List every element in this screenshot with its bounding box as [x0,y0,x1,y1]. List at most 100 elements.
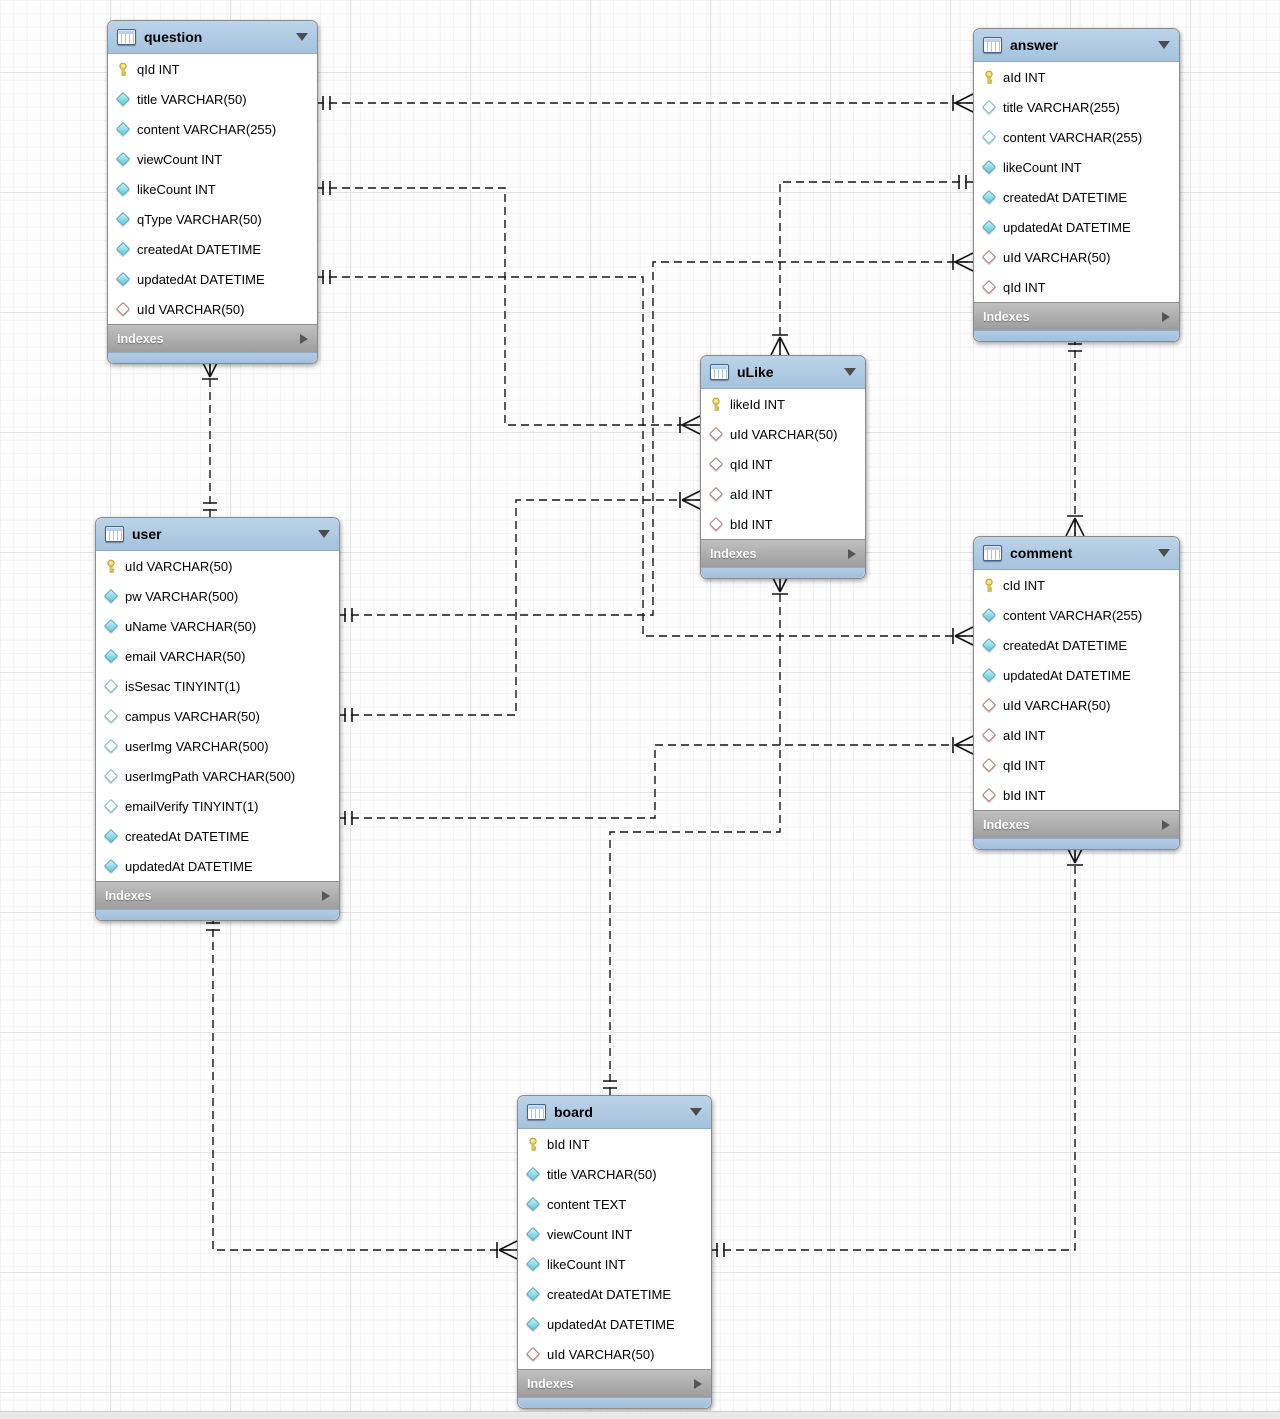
collapse-arrow-icon[interactable] [318,530,330,538]
column-row[interactable]: likeCount INT [518,1249,711,1279]
column-row[interactable]: updatedAt DATETIME [974,660,1179,690]
expand-arrow-icon[interactable] [848,548,856,559]
foreign-key-icon [525,1346,540,1362]
table-header[interactable]: board [518,1096,711,1129]
table-answer[interactable]: answer aId INT title VARCHAR(255)content V… [973,28,1180,342]
column-row[interactable]: userImgPath VARCHAR(500) [96,761,339,791]
column-row[interactable]: createdAt DATETIME [108,234,317,264]
indexes-footer[interactable]: Indexes [974,302,1179,330]
horizontal-scrollbar-track[interactable] [0,1411,1280,1419]
relationship-user-uLike[interactable] [338,490,701,722]
column-row[interactable]: createdAt DATETIME [518,1279,711,1309]
column-row[interactable]: userImg VARCHAR(500) [96,731,339,761]
column-row[interactable]: title VARCHAR(255) [974,92,1179,122]
column-row[interactable]: likeId INT [701,389,865,419]
table-header[interactable]: comment [974,537,1179,570]
relationship-question-comment[interactable] [316,270,974,646]
relationship-board-comment[interactable] [710,844,1085,1257]
relationship-user-board[interactable] [206,916,518,1260]
column-row[interactable]: uId VARCHAR(50) [701,419,865,449]
column-row[interactable]: uId VARCHAR(50) [974,690,1179,720]
column-row[interactable]: createdAt DATETIME [974,630,1179,660]
column-row[interactable]: updatedAt DATETIME [108,264,317,294]
collapse-arrow-icon[interactable] [1158,549,1170,557]
table-header[interactable]: answer [974,29,1179,62]
column-row[interactable]: uId VARCHAR(50) [96,551,339,581]
column-row[interactable]: content VARCHAR(255) [108,114,317,144]
collapse-arrow-icon[interactable] [690,1108,702,1116]
column-icon [981,667,996,683]
expand-arrow-icon[interactable] [322,890,330,901]
relationship-user-answer[interactable] [338,252,974,622]
column-row[interactable]: viewCount INT [108,144,317,174]
column-row[interactable]: updatedAt DATETIME [518,1309,711,1339]
column-row[interactable]: title VARCHAR(50) [108,84,317,114]
primary-key-icon [116,62,129,77]
column-row[interactable]: bId INT [518,1129,711,1159]
column-row[interactable]: qType VARCHAR(50) [108,204,317,234]
table-header[interactable]: question [108,21,317,54]
column-row[interactable]: content VARCHAR(255) [974,122,1179,152]
column-row[interactable]: title VARCHAR(50) [518,1159,711,1189]
column-row[interactable]: uId VARCHAR(50) [518,1339,711,1369]
column-row[interactable]: content VARCHAR(255) [974,600,1179,630]
column-row[interactable]: cId INT [974,570,1179,600]
column-row[interactable]: bId INT [701,509,865,539]
column-label: updatedAt DATETIME [1003,219,1131,235]
primary-key-icon [982,70,995,85]
column-row[interactable]: updatedAt DATETIME [974,212,1179,242]
column-label: uId VARCHAR(50) [730,426,838,442]
indexes-footer[interactable]: Indexes [96,881,339,909]
indexes-footer[interactable]: Indexes [974,810,1179,838]
indexes-footer[interactable]: Indexes [701,539,865,567]
column-row[interactable]: aId INT [974,720,1179,750]
column-row[interactable]: pw VARCHAR(500) [96,581,339,611]
column-row[interactable]: bId INT [974,780,1179,810]
column-row[interactable]: qId INT [701,449,865,479]
relationship-user-comment[interactable] [338,735,974,825]
column-row[interactable]: isSesac TINYINT(1) [96,671,339,701]
collapse-arrow-icon[interactable] [1158,41,1170,49]
column-row[interactable]: updatedAt DATETIME [96,851,339,881]
collapse-arrow-icon[interactable] [296,33,308,41]
column-row[interactable]: qId INT [974,750,1179,780]
table-header[interactable]: uLike [701,356,865,389]
column-row[interactable]: emailVerify TINYINT(1) [96,791,339,821]
expand-arrow-icon[interactable] [1162,819,1170,830]
indexes-footer[interactable]: Indexes [518,1369,711,1397]
relationship-question-uLike[interactable] [316,181,701,435]
column-row[interactable]: uName VARCHAR(50) [96,611,339,641]
column-row[interactable]: uId VARCHAR(50) [108,294,317,324]
indexes-footer[interactable]: Indexes [108,324,317,352]
column-row[interactable]: qId INT [974,272,1179,302]
column-row[interactable]: campus VARCHAR(50) [96,701,339,731]
column-row[interactable]: content TEXT [518,1189,711,1219]
relationship-question-answer[interactable] [316,93,974,113]
column-row[interactable]: aId INT [701,479,865,509]
column-row[interactable]: aId INT [974,62,1179,92]
column-row[interactable]: email VARCHAR(50) [96,641,339,671]
collapse-arrow-icon[interactable] [844,368,856,376]
expand-arrow-icon[interactable] [300,333,308,344]
column-row[interactable]: createdAt DATETIME [974,182,1179,212]
relationship-answer-comment[interactable] [1065,337,1085,537]
column-row[interactable]: qId INT [108,54,317,84]
relationship-answer-uLike[interactable] [770,175,973,356]
expand-arrow-icon[interactable] [1162,311,1170,322]
column-row[interactable]: viewCount INT [518,1219,711,1249]
expand-arrow-icon[interactable] [694,1378,702,1389]
column-label: aId INT [1003,69,1046,85]
column-row[interactable]: likeCount INT [108,174,317,204]
column-row[interactable]: likeCount INT [974,152,1179,182]
relationship-board-uLike[interactable] [603,573,790,1095]
column-row[interactable]: uId VARCHAR(50) [974,242,1179,272]
column-row[interactable]: createdAt DATETIME [96,821,339,851]
table-header[interactable]: user [96,518,339,551]
relationship-user-question[interactable] [200,358,220,517]
indexes-label: Indexes [117,331,164,346]
